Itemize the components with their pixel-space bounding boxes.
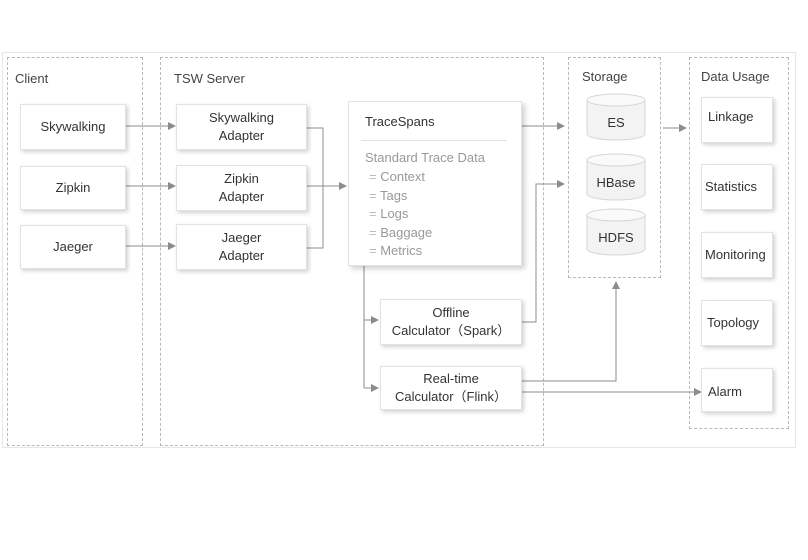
usage-alarm-label: Alarm (708, 384, 742, 399)
usage-alarm: Alarm (701, 368, 773, 412)
zipkin-adapter-line2: Adapter (218, 189, 265, 204)
storage-hbase: HBase (586, 153, 646, 201)
storage-es: ES (586, 93, 646, 141)
client-jaeger-label: Jaeger (53, 239, 93, 254)
realtime-calculator: Real-time Calculator（Flink） (380, 366, 522, 410)
trace-spans-item: Context (369, 168, 432, 187)
tsw-server-group (160, 57, 544, 446)
skywalking-adapter-line2: Adapter (218, 128, 265, 143)
trace-spans-item: Logs (369, 205, 432, 224)
usage-monitoring-label: Monitoring (705, 247, 766, 262)
trace-spans-list: Context Tags Logs Baggage Metrics (369, 168, 432, 261)
offline-calculator-line1: Offline (432, 305, 470, 320)
storage-hdfs-label: HDFS (598, 230, 634, 245)
usage-statistics: Statistics (701, 164, 773, 210)
client-zipkin-label: Zipkin (55, 180, 91, 195)
storage-es-label: ES (607, 115, 625, 130)
trace-spans-item: Metrics (369, 242, 432, 261)
realtime-calculator-line1: Real-time (423, 371, 479, 386)
database-icon (586, 93, 646, 141)
storage-group-title: Storage (582, 69, 628, 84)
client-skywalking: Skywalking (20, 104, 126, 150)
arrow-jaeger-adapter-to-spans (307, 186, 324, 249)
arrow-sw-adapter-to-spans (307, 127, 324, 186)
trace-spans-box: TraceSpans Standard Trace Data Context T… (348, 101, 522, 266)
arrow-realtime-to-storage (522, 281, 620, 382)
tsw-server-group-title: TSW Server (174, 71, 245, 86)
usage-linkage: Linkage (701, 97, 773, 143)
trace-spans-title: TraceSpans (365, 114, 435, 129)
usage-linkage-label: Linkage (708, 109, 754, 124)
realtime-calculator-line2: Calculator（Flink） (395, 389, 507, 404)
client-group-title: Client (15, 71, 49, 86)
storage-group (568, 57, 661, 278)
zipkin-adapter: Zipkin Adapter (176, 165, 307, 211)
client-group (7, 57, 143, 446)
client-skywalking-label: Skywalking (40, 119, 106, 134)
jaeger-adapter-line2: Adapter (218, 248, 265, 263)
jaeger-adapter: Jaeger Adapter (176, 224, 307, 270)
client-jaeger: Jaeger (20, 225, 126, 269)
usage-topology: Topology (701, 300, 773, 346)
skywalking-adapter-line1: Skywalking (208, 110, 275, 125)
usage-statistics-label: Statistics (705, 179, 758, 194)
offline-calculator-line2: Calculator（Spark） (391, 323, 511, 338)
offline-calculator: Offline Calculator（Spark） (380, 299, 522, 345)
database-icon (586, 153, 646, 201)
database-icon (586, 208, 646, 256)
trace-spans-item: Tags (369, 187, 432, 206)
data-usage-group (689, 57, 789, 429)
client-zipkin: Zipkin (20, 166, 126, 210)
arrow-offline-to-storage (522, 180, 565, 323)
usage-topology-label: Topology (707, 315, 760, 330)
storage-hbase-label: HBase (596, 175, 636, 190)
zipkin-adapter-line1: Zipkin (224, 171, 259, 186)
trace-spans-divider (361, 140, 507, 141)
skywalking-adapter: Skywalking Adapter (176, 104, 307, 150)
trace-spans-subtitle: Standard Trace Data (365, 150, 485, 165)
storage-hdfs: HDFS (586, 208, 646, 256)
jaeger-adapter-line1: Jaeger (221, 230, 262, 245)
trace-spans-item: Baggage (369, 224, 432, 243)
data-usage-group-title: Data Usage (701, 69, 770, 84)
usage-monitoring: Monitoring (701, 232, 773, 278)
